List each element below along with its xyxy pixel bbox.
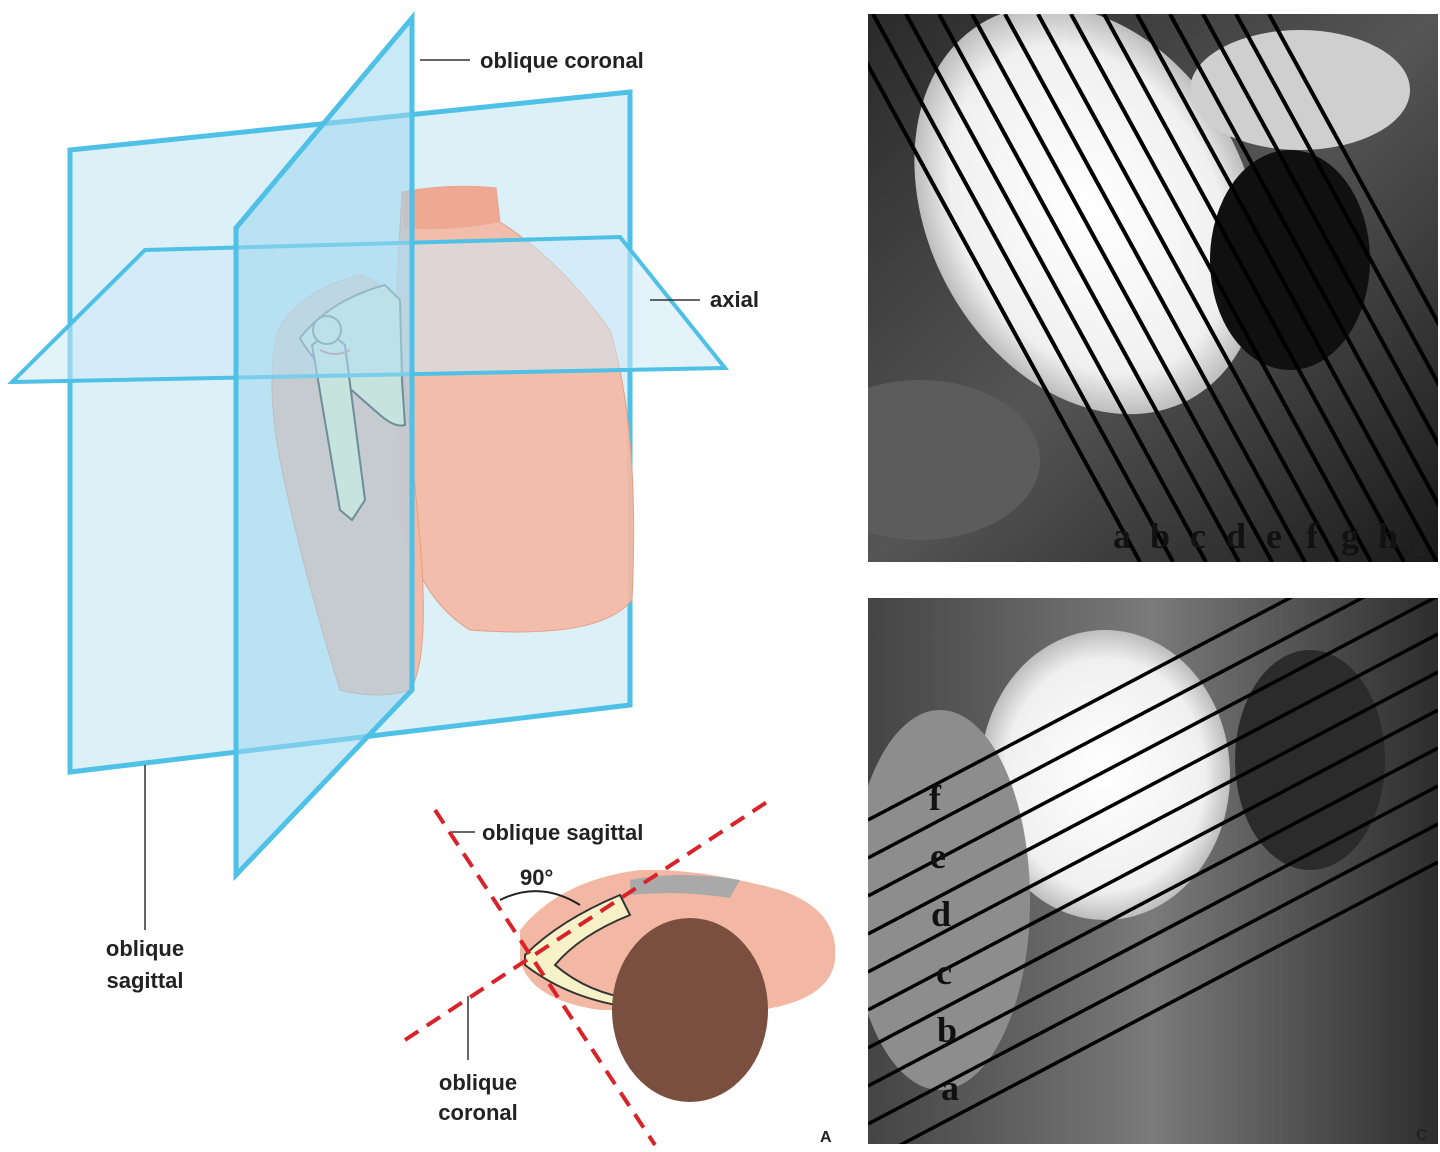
slice-letter-c: b <box>937 1010 957 1050</box>
slice-letter-b: c <box>1190 516 1206 556</box>
angle-arc <box>499 890 581 906</box>
slice-lines-c <box>868 598 1438 1144</box>
label-oblique-sagittal-inset: oblique sagittal <box>482 820 643 845</box>
slice-letter-c: d <box>931 894 951 934</box>
slice-letter-b: b <box>1150 516 1170 556</box>
neck <box>402 186 500 230</box>
slice-line-b <box>1135 14 1438 562</box>
slice-letter-b: h <box>1378 516 1398 556</box>
slice-line-c <box>868 822 1438 1126</box>
slice-line-b <box>1201 14 1438 448</box>
slice-letter-c: a <box>941 1068 959 1108</box>
slice-letter-b: f <box>1306 516 1319 556</box>
panel-letter-a: A <box>820 1129 832 1146</box>
slice-line-b <box>1069 14 1373 562</box>
label-axial: axial <box>710 287 759 312</box>
panel-a: oblique coronal axial oblique sagittal o… <box>7 11 836 1147</box>
slice-line-b <box>1234 14 1438 388</box>
slice-line-c <box>868 598 1438 898</box>
inset-head <box>612 918 768 1102</box>
slice-letter-c: f <box>929 778 942 818</box>
slice-line-c <box>868 784 1438 1088</box>
slice-line-b <box>1168 14 1438 508</box>
slice-line-b <box>937 14 1241 562</box>
panel-letter-c: C <box>1416 1127 1428 1144</box>
slice-line-b <box>868 60 1142 562</box>
slice-line-b <box>1036 14 1340 562</box>
inset-scapula <box>524 893 642 1010</box>
slice-line-b <box>904 14 1208 562</box>
slice-letter-b: e <box>1266 516 1282 556</box>
label-oblique-coronal-top: oblique coronal <box>480 48 644 73</box>
slice-line-c <box>868 598 1366 860</box>
slice-line-c <box>868 670 1438 974</box>
slice-letter-b: a <box>1113 516 1131 556</box>
axial-inset <box>403 798 836 1147</box>
label-oblique-coronal-inset-line1: oblique <box>439 1070 517 1095</box>
slice-line-b <box>1267 14 1438 327</box>
label-oblique-sagittal-line1: oblique <box>106 936 184 961</box>
humeral-head-mri-c <box>980 630 1230 920</box>
slice-letter-c: e <box>930 836 946 876</box>
panel-letter-b: B <box>1414 543 1426 560</box>
label-oblique-coronal-inset-line2: coronal <box>438 1100 517 1125</box>
slice-line-c <box>868 632 1438 936</box>
slice-line-b <box>871 14 1175 562</box>
slice-line-c <box>898 860 1438 1144</box>
slice-line-c <box>868 598 1294 822</box>
slice-line-b <box>970 14 1274 562</box>
slice-letter-c: c <box>936 952 952 992</box>
slice-lines-b <box>868 14 1438 562</box>
label-oblique-sagittal-line2: sagittal <box>106 968 183 993</box>
slice-line-b <box>1003 14 1307 562</box>
label-90-degrees: 90° <box>520 865 553 890</box>
slice-letter-b: g <box>1341 516 1359 556</box>
slice-line-b <box>1102 14 1406 562</box>
inset-dashed-sagittal <box>433 808 657 1147</box>
slice-letter-b: d <box>1226 516 1246 556</box>
slice-line-c <box>868 746 1438 1050</box>
inset-dashed-coronal <box>403 798 772 1042</box>
slice-line-c <box>868 708 1438 1012</box>
